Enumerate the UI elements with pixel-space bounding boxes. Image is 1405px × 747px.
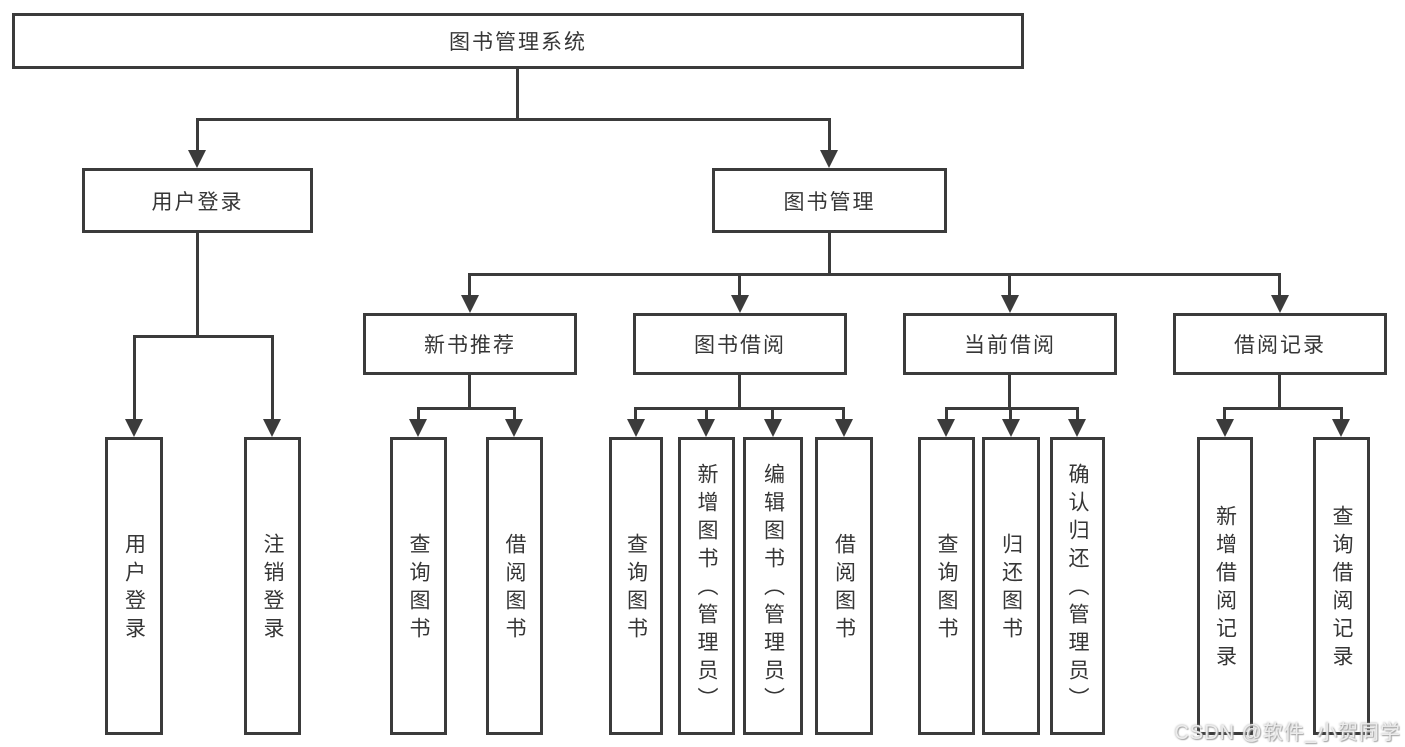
connector-group-hbar [634,407,845,410]
connector-drop-leaf [417,407,420,419]
leaf-label: 查询图书 [935,533,958,645]
leaf-label: 编辑图书（管理员） [761,463,785,715]
connector-user-login-trunk [196,233,199,335]
arrow-down-icon [627,419,645,437]
connector-group-hbar [945,407,1079,410]
connector-group-trunk [1278,375,1281,407]
arrow-down-icon [731,295,749,313]
connector-drop-leaf [771,407,774,419]
connector-group-trunk [1008,375,1011,407]
leaf-label: 查询图书 [624,533,648,645]
connector-drop-leaf [945,407,948,419]
arrow-down-icon [409,419,427,437]
leaf-add-borrow-record: 新增借阅记录 [1197,437,1253,735]
leaf-query-books: 查询图书 [390,437,447,735]
connector-group-hbar [417,407,516,410]
leaf-user-login: 用户登录 [105,437,163,735]
connector-root-trunk [516,69,519,119]
node-borrowing-records: 借阅记录 [1173,313,1387,375]
connector-group-trunk [468,375,471,407]
node-user-login-label: 用户登录 [151,190,244,214]
connector-book-management-trunk [828,233,831,273]
arrow-down-icon [125,419,143,437]
arrow-down-icon [461,295,479,313]
connector-drop-book-borrow [738,273,741,295]
node-label: 新书推荐 [424,334,516,357]
leaf-borrow-books: 借阅图书 [486,437,543,735]
leaf-logout: 注销登录 [244,437,301,735]
connector-drop-leaf [271,335,274,419]
arrow-down-icon [1001,295,1019,313]
connector-drop-leaf [634,407,637,419]
leaf-label: 新增图书（管理员） [695,463,718,715]
leaf-label: 查询图书 [407,533,430,645]
connector-drop-current-borrow [1008,273,1011,295]
leaf-label: 用户登录 [122,533,146,645]
arrow-down-icon [505,419,523,437]
connector-group-trunk [738,375,741,407]
arrow-down-icon [1068,419,1086,437]
arrow-down-icon [1216,419,1234,437]
node-root-label: 图书管理系统 [449,31,587,54]
leaf-query-borrow-record: 查询借阅记录 [1313,437,1370,735]
leaf-label: 确认归还（管理员） [1066,463,1089,715]
leaf-query-books: 查询图书 [609,437,663,735]
node-user-login-branch: 用户登录 [82,168,313,233]
arrow-down-icon [188,150,206,168]
connector-drop-leaf [1340,407,1343,419]
leaf-label: 借阅图书 [503,533,526,645]
arrow-down-icon [263,419,281,437]
leaf-label: 归还图书 [999,533,1023,645]
connector-drop-leaf [1223,407,1226,419]
connector-drop-borrow-records [1278,273,1281,295]
leaf-label: 查询借阅记录 [1330,505,1353,673]
arrow-down-icon [1002,419,1020,437]
arrow-down-icon [1271,295,1289,313]
connector-level3-hbar [468,273,1281,276]
connector-drop-new-book [468,273,471,295]
node-new-book-recommend: 新书推荐 [363,313,577,375]
arrow-down-icon [764,419,782,437]
connector-drop-book-management [828,118,831,150]
leaf-edit-books-admin: 编辑图书（管理员） [743,437,803,735]
connector-group-hbar [1223,407,1343,410]
node-label: 当前借阅 [964,334,1056,357]
connector-drop-leaf [842,407,845,419]
leaf-label: 新增借阅记录 [1213,505,1237,673]
arrow-down-icon [937,419,955,437]
leaf-confirm-return-admin: 确认归还（管理员） [1050,437,1105,735]
arrow-down-icon [1332,419,1350,437]
leaf-return-books: 归还图书 [982,437,1040,735]
node-label: 借阅记录 [1234,334,1326,357]
csdn-watermark: CSDN @软件_小贺同学 [1174,722,1401,744]
arrow-down-icon [820,150,838,168]
leaf-label: 注销登录 [261,533,284,645]
node-label: 图书借阅 [694,334,786,357]
connector-level2-hbar [197,118,831,121]
node-book-management-branch: 图书管理 [712,168,947,233]
connector-drop-leaf [1009,407,1012,419]
node-book-management-label: 图书管理 [783,190,876,214]
node-root-library-management-system: 图书管理系统 [12,13,1024,69]
arrow-down-icon [697,419,715,437]
leaf-borrow-books: 借阅图书 [815,437,873,735]
connector-drop-user-login [196,118,199,150]
connector-drop-leaf [133,335,136,419]
connector-drop-leaf [1076,407,1079,419]
leaf-label: 借阅图书 [832,533,856,645]
connector-drop-leaf [705,407,708,419]
arrow-down-icon [835,419,853,437]
connector-drop-leaf [513,407,516,419]
leaf-query-books: 查询图书 [918,437,975,735]
node-current-borrowing: 当前借阅 [903,313,1117,375]
connector-user-login-hbar [133,335,274,338]
node-book-borrowing: 图书借阅 [633,313,847,375]
leaf-add-books-admin: 新增图书（管理员） [678,437,735,735]
